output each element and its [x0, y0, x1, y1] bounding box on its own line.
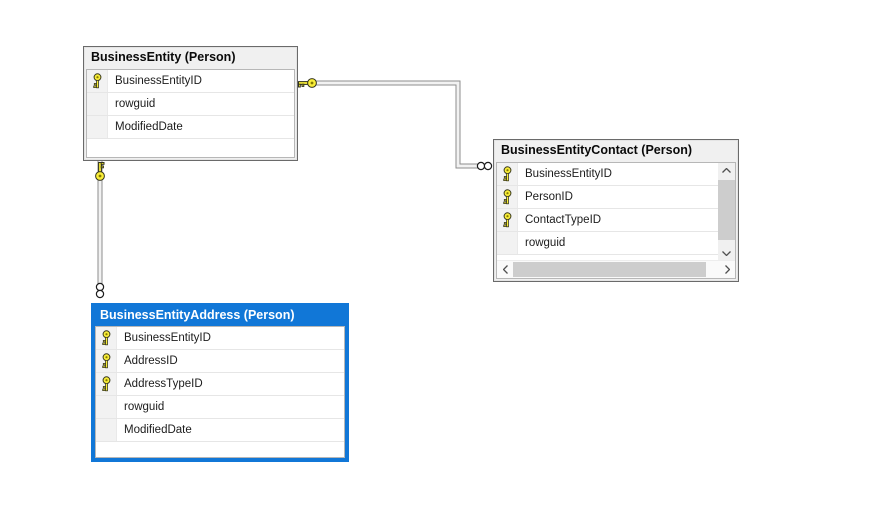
column-row[interactable]: ModifiedDate: [87, 116, 294, 139]
column-row[interactable]: rowguid: [497, 232, 718, 255]
horizontal-scrollbar[interactable]: [497, 260, 735, 278]
table-title[interactable]: BusinessEntity (Person): [91, 50, 236, 64]
column-name: ModifiedDate: [124, 424, 192, 436]
column-name: BusinessEntityID: [525, 168, 612, 180]
column-name: ContactTypeID: [525, 214, 602, 226]
table-body: BusinessEntityID PersonID ContactTypeID row…: [496, 162, 736, 279]
column-name: rowguid: [115, 98, 156, 110]
primary-key-icon: [96, 327, 117, 349]
primary-key-icon: [87, 70, 108, 92]
column-row[interactable]: BusinessEntityID: [87, 70, 294, 93]
key-cell-empty: [96, 419, 117, 441]
column-name: BusinessEntityID: [124, 332, 211, 344]
scroll-up-icon[interactable]: [718, 163, 735, 178]
relationship-businessentity-businessentityaddress[interactable]: [95, 160, 105, 299]
key-cell-empty: [96, 396, 117, 418]
column-row[interactable]: rowguid: [87, 93, 294, 116]
primary-key-icon: [497, 163, 518, 185]
column-name: rowguid: [525, 237, 566, 249]
vertical-scrollbar[interactable]: [718, 163, 735, 261]
column-row[interactable]: PersonID: [497, 186, 718, 209]
table-title[interactable]: BusinessEntityAddress (Person): [100, 308, 295, 322]
scroll-down-icon[interactable]: [718, 246, 735, 261]
column-name: BusinessEntityID: [115, 75, 202, 87]
table-columns: BusinessEntityID AddressID AddressTypeID ro…: [95, 326, 345, 458]
column-name: ModifiedDate: [115, 121, 183, 133]
key-end-icon: [95, 162, 105, 181]
column-name: rowguid: [124, 401, 165, 413]
key-cell-empty: [87, 116, 108, 138]
table-business-entity[interactable]: BusinessEntity (Person) BusinessEntityID…: [83, 46, 298, 161]
column-row[interactable]: AddressTypeID: [96, 373, 344, 396]
column-row[interactable]: BusinessEntityID: [96, 327, 344, 350]
table-business-entity-contact[interactable]: BusinessEntityContact (Person) BusinessE…: [493, 139, 739, 282]
key-cell-empty: [497, 232, 518, 254]
scroll-left-icon[interactable]: [497, 261, 513, 278]
column-row[interactable]: AddressID: [96, 350, 344, 373]
scroll-right-icon[interactable]: [719, 261, 735, 278]
table-business-entity-address[interactable]: BusinessEntityAddress (Person) BusinessE…: [91, 303, 349, 462]
table-title[interactable]: BusinessEntityContact (Person): [501, 143, 693, 157]
relationship-businessentity-businessentitycontact[interactable]: [298, 78, 493, 171]
many-end-infinity-icon: [95, 282, 105, 299]
column-row[interactable]: rowguid: [96, 396, 344, 419]
column-row[interactable]: BusinessEntityID: [497, 163, 718, 186]
key-end-icon: [298, 78, 317, 88]
column-row[interactable]: ContactTypeID: [497, 209, 718, 232]
horizontal-scroll-thumb[interactable]: [513, 262, 706, 277]
column-row[interactable]: ModifiedDate: [96, 419, 344, 442]
column-name: AddressID: [124, 355, 178, 367]
primary-key-icon: [96, 373, 117, 395]
vertical-scroll-thumb[interactable]: [718, 180, 735, 240]
primary-key-icon: [497, 209, 518, 231]
key-cell-empty: [87, 93, 108, 115]
primary-key-icon: [96, 350, 117, 372]
column-name: AddressTypeID: [124, 378, 203, 390]
primary-key-icon: [497, 186, 518, 208]
column-name: PersonID: [525, 191, 573, 203]
many-end-infinity-icon: [476, 161, 493, 171]
table-columns: BusinessEntityID PersonID ContactTypeID row…: [497, 163, 718, 261]
